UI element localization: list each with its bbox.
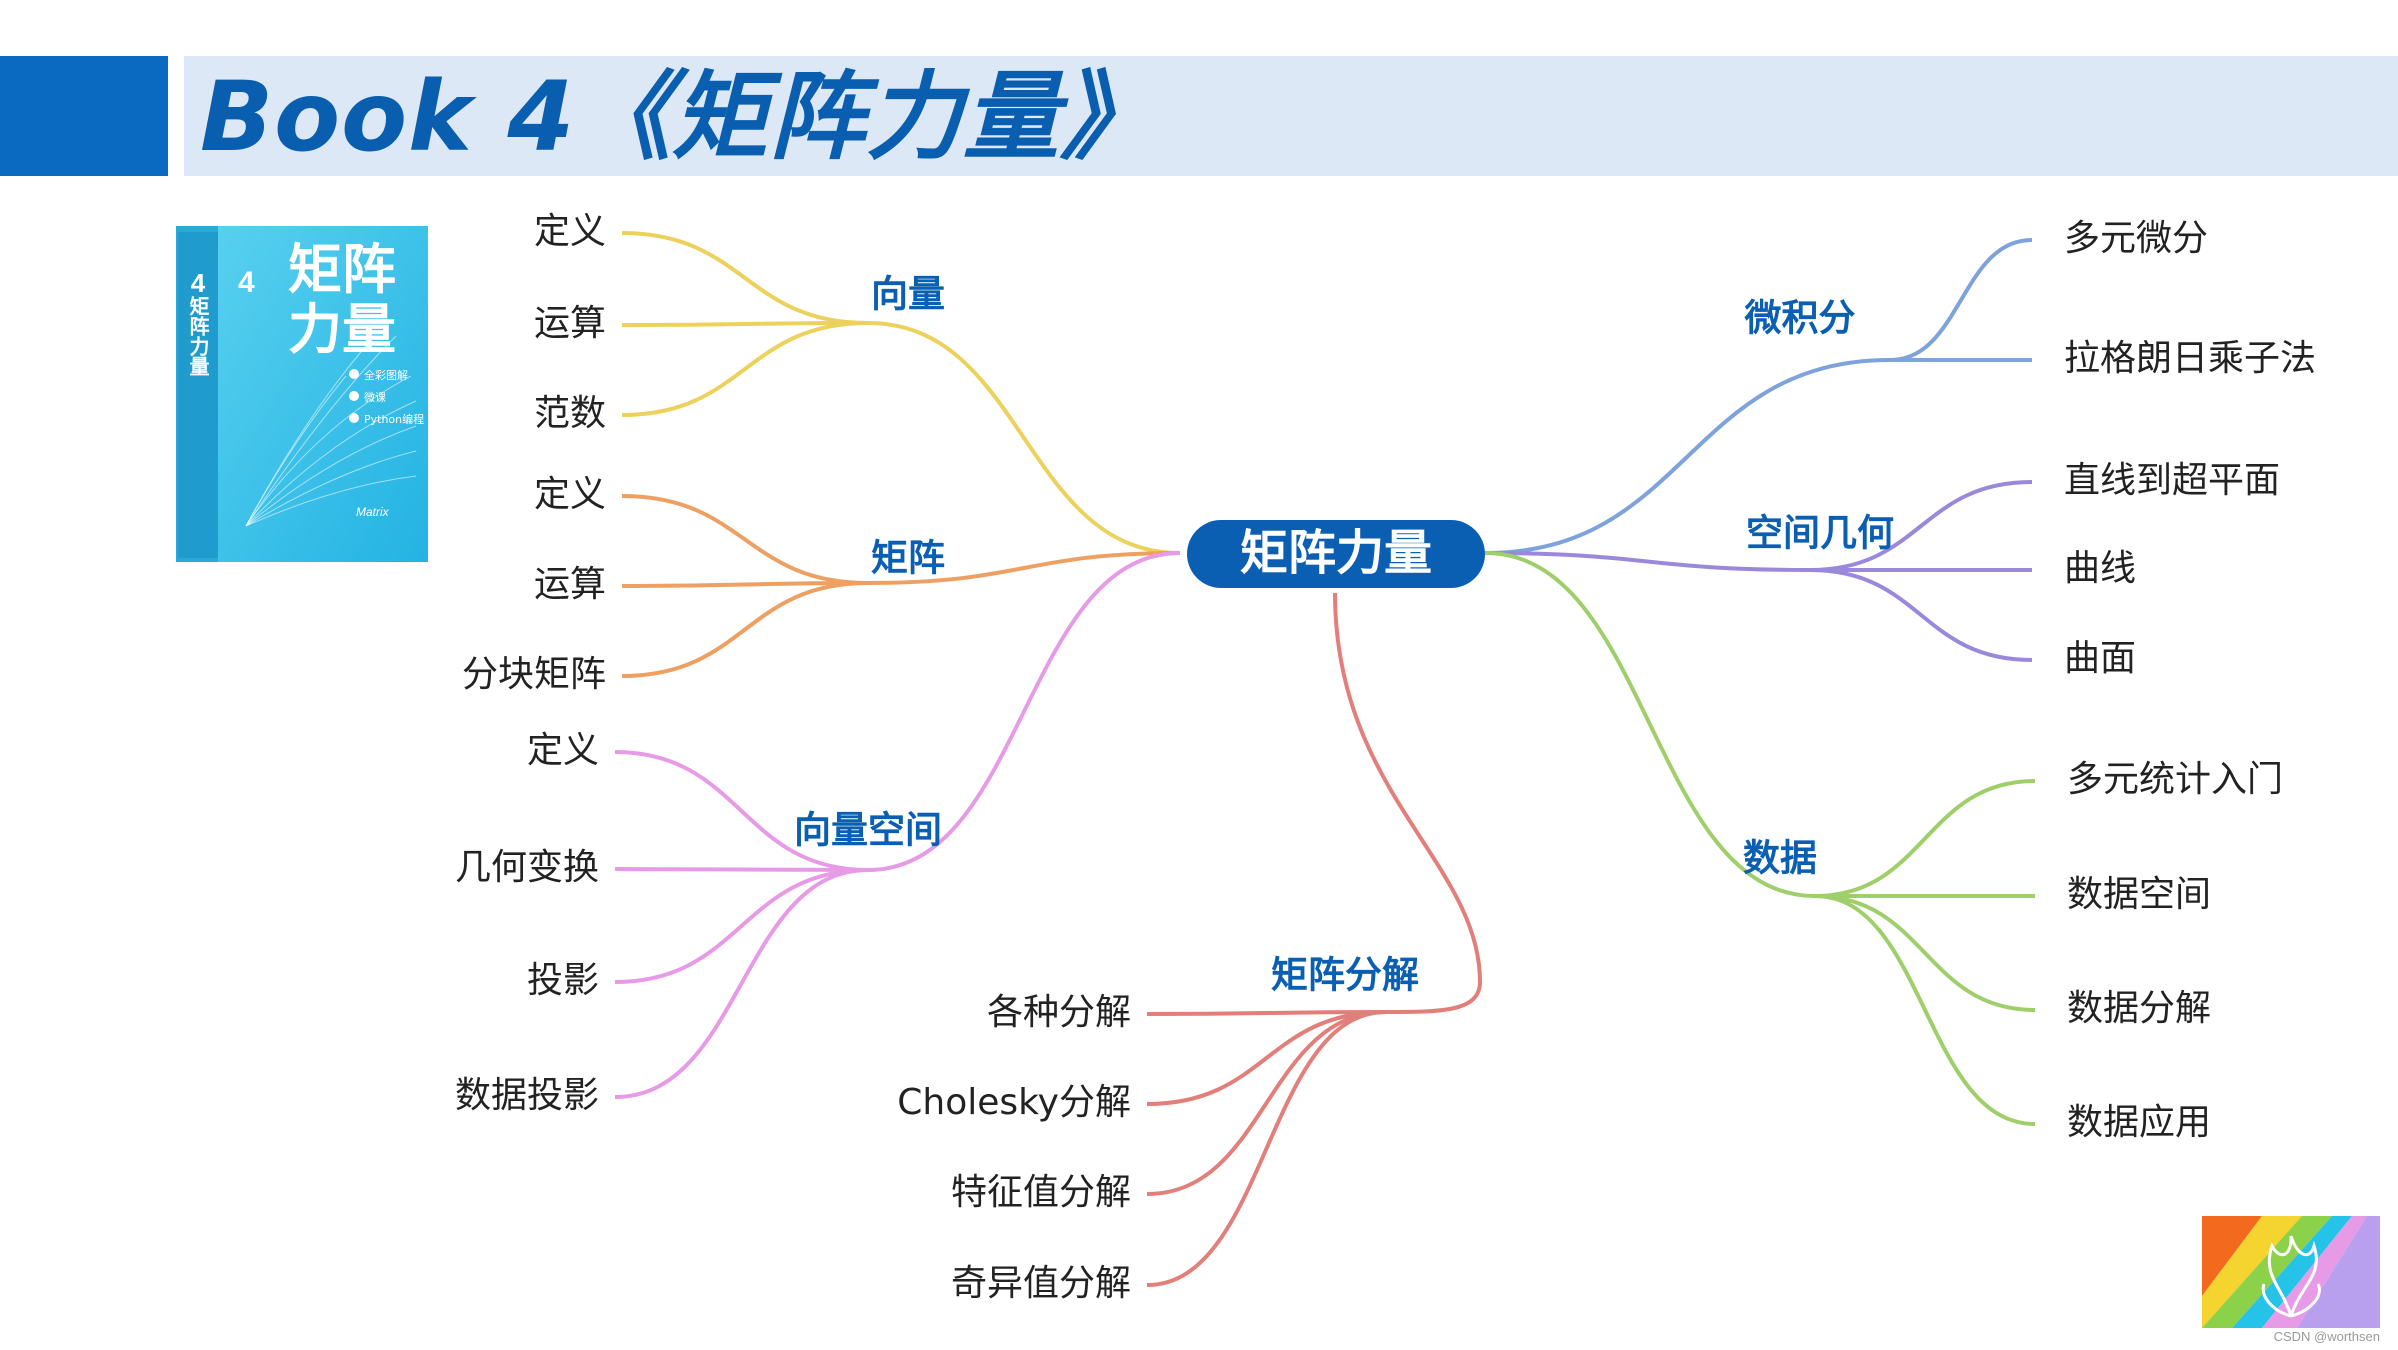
slide-title: Book 4《矩阵力量》 (200, 61, 1158, 173)
branch-trunk-matrix (867, 551, 1181, 585)
leaf-label-calculus-0: 多元微分 (2064, 218, 2208, 259)
book-title-line1: 矩阵 (288, 238, 396, 301)
leaf-link-vector-1 (621, 321, 869, 327)
leaf-link-vector_space-3 (614, 868, 869, 1099)
leaf-link-matrix-0 (621, 494, 869, 585)
leaf-link-vector-2 (621, 321, 869, 417)
feature-dot-icon (349, 413, 359, 423)
book-front (218, 226, 428, 562)
branch-label-data: 数据 (1743, 837, 1817, 880)
leaf-link-decomposition-1 (1146, 1010, 1387, 1106)
branch-trunk-data (1484, 551, 1816, 898)
leaf-label-vector_space-2: 投影 (527, 960, 599, 1001)
branch-trunk-calculus (1484, 358, 1891, 555)
book-feature-1: 全彩图解 (364, 368, 408, 382)
branch-trunk-decomposition (1333, 592, 1483, 1014)
leaf-link-decomposition-0 (1146, 1010, 1387, 1016)
leaf-label-vector_space-1: 几何变换 (455, 847, 599, 888)
leaf-link-decomposition-2 (1146, 1010, 1387, 1196)
book-spine-title: 矩阵力量 (186, 295, 210, 376)
branch-label-decomposition: 矩阵分解 (1271, 954, 1419, 997)
leaf-link-calculus-0 (1889, 238, 2033, 362)
leaf-label-data-0: 多元统计入门 (2067, 759, 2283, 800)
leaf-label-vector-2: 范数 (534, 393, 606, 434)
leaf-label-data-3: 数据应用 (2067, 1102, 2211, 1143)
leaf-label-vector_space-3: 数据投影 (455, 1075, 599, 1116)
leaf-link-vector_space-1 (614, 867, 869, 872)
leaf-label-matrix-0: 定义 (534, 474, 606, 515)
leaf-label-decomposition-0: 各种分解 (987, 992, 1131, 1033)
branch-label-matrix: 矩阵 (871, 537, 945, 580)
leaf-link-matrix-1 (621, 581, 869, 588)
leaf-label-data-1: 数据空间 (2067, 874, 2211, 915)
leaf-link-data-2 (1814, 894, 2036, 1012)
leaf-label-data-2: 数据分解 (2067, 988, 2211, 1029)
book-spine (178, 232, 218, 558)
leaf-label-geometry-2: 曲面 (2064, 638, 2136, 679)
leaf-link-data-0 (1814, 779, 2036, 898)
branch-trunk-vector_space (867, 551, 1181, 872)
leaf-label-decomposition-2: 特征值分解 (951, 1172, 1131, 1213)
leaf-label-geometry-0: 直线到超平面 (2064, 460, 2280, 501)
book-volume-number: 4 (238, 266, 255, 299)
leaf-label-vector-1: 运算 (534, 303, 606, 344)
leaf-link-matrix-2 (621, 581, 869, 678)
leaf-link-data-3 (1814, 894, 2036, 1126)
leaf-label-vector_space-0: 定义 (527, 730, 599, 771)
book-title-line2: 力量 (288, 298, 396, 361)
leaf-label-vector-0: 定义 (534, 211, 606, 252)
leaf-link-geometry-0 (1809, 480, 2033, 572)
leaf-label-matrix-2: 分块矩阵 (462, 654, 606, 695)
header-accent-block (0, 56, 168, 176)
book-feature-3: Python编程 (364, 412, 424, 426)
branch-trunk-geometry (1484, 551, 1811, 572)
leaf-label-matrix-1: 运算 (534, 564, 606, 605)
leaf-label-geometry-1: 曲线 (2064, 548, 2136, 589)
iris-logo (2202, 1216, 2380, 1328)
leaf-link-decomposition-3 (1146, 1010, 1387, 1287)
branch-label-geometry: 空间几何 (1746, 512, 1894, 555)
leaf-label-calculus-1: 拉格朗日乘子法 (2064, 338, 2316, 379)
branch-label-calculus: 微积分 (1744, 297, 1856, 340)
leaf-link-vector_space-2 (614, 868, 869, 984)
branch-trunk-vector (867, 321, 1181, 555)
feature-dot-icon (349, 369, 359, 379)
branch-label-vector_space: 向量空间 (794, 809, 942, 852)
branch-label-vector: 向量 (871, 273, 945, 316)
header-band (184, 56, 2398, 176)
feature-dot-icon (349, 391, 359, 401)
leaf-link-geometry-2 (1809, 568, 2033, 662)
book-spine-volume: 4 (191, 268, 206, 298)
leaf-link-vector-0 (621, 231, 869, 325)
credit-watermark: CSDN @worthsen (2273, 1329, 2380, 1344)
center-node-label: 矩阵力量 (1240, 525, 1432, 581)
leaf-link-vector_space-0 (614, 750, 869, 872)
book-cover-image: 4 矩阵力量 4 矩阵 力量 全彩图解 微课 Python编程 Matrix (176, 226, 428, 562)
book-publisher: Matrix (356, 505, 390, 519)
book-feature-2: 微课 (364, 390, 386, 404)
leaf-label-decomposition-1: Cholesky分解 (897, 1082, 1131, 1123)
leaf-label-decomposition-3: 奇异值分解 (951, 1263, 1131, 1304)
center-node (1187, 520, 1485, 588)
